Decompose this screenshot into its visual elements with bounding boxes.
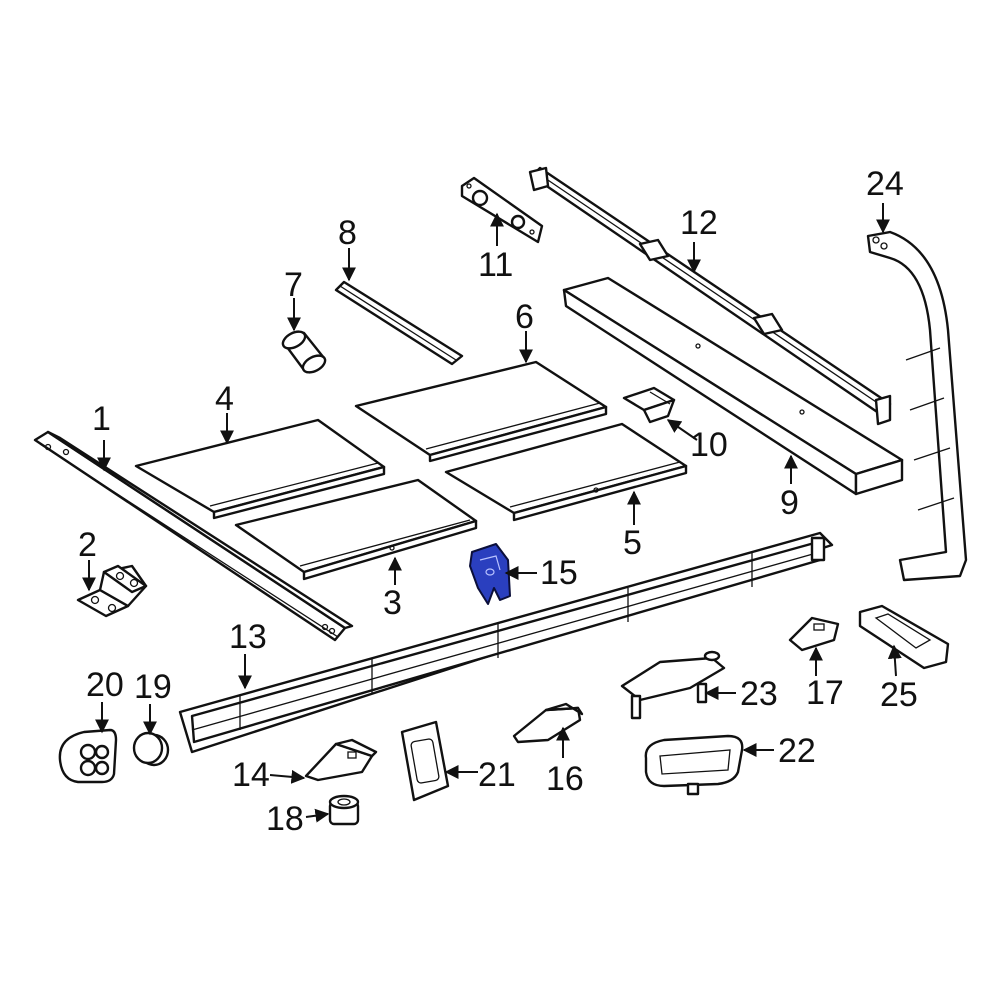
part-11-plate[interactable]	[460, 176, 544, 244]
part-22-cup[interactable]	[644, 734, 744, 796]
callout-23[interactable]: 23	[740, 675, 778, 713]
callout-16[interactable]: 16	[546, 760, 584, 798]
part-1-rail[interactable]	[33, 430, 354, 642]
part-7-sleeve[interactable]	[280, 328, 328, 376]
callout-1[interactable]: 1	[92, 400, 111, 438]
part-19-plug[interactable]	[132, 731, 170, 767]
callout-15[interactable]: 15	[540, 554, 578, 592]
part-20-grommet[interactable]	[58, 728, 118, 784]
part-10-clip[interactable]	[622, 386, 676, 424]
callout-2[interactable]: 2	[78, 526, 97, 564]
part-3-panel[interactable]	[234, 478, 478, 581]
part-2-bracket[interactable]	[76, 564, 148, 618]
part-8-strip[interactable]	[334, 280, 464, 366]
part-16-bracket[interactable]	[512, 702, 584, 744]
part-18-bushing[interactable]	[328, 794, 360, 826]
leader-lines	[82, 203, 902, 823]
part-5-panel[interactable]	[444, 422, 688, 522]
callout-4[interactable]: 4	[215, 380, 234, 418]
part-23-latch[interactable]	[620, 650, 726, 720]
callout-11[interactable]: 11	[478, 246, 513, 284]
callout-19[interactable]: 19	[134, 668, 172, 706]
callout-labels: 1 2 3 4 5 6 7 8 9 10 11 12 13 14 15 16 1…	[78, 165, 918, 838]
part-4-panel[interactable]	[134, 418, 386, 520]
callout-9[interactable]: 9	[780, 484, 799, 522]
callout-14[interactable]: 14	[232, 756, 270, 794]
part-15-bracket[interactable]	[469, 543, 511, 605]
part-6-panel[interactable]	[354, 360, 608, 463]
part-25-housing[interactable]	[858, 604, 950, 670]
callout-18[interactable]: 18	[266, 800, 304, 838]
part-21-trim[interactable]	[400, 720, 450, 802]
part-9-tray[interactable]	[562, 276, 904, 496]
part-13-frame[interactable]	[178, 531, 834, 754]
callout-8[interactable]: 8	[338, 214, 357, 252]
callout-12[interactable]: 12	[680, 204, 718, 242]
callout-5[interactable]: 5	[623, 524, 642, 562]
callout-22[interactable]: 22	[778, 732, 816, 770]
callout-13[interactable]: 13	[229, 618, 267, 656]
callout-21[interactable]: 21	[478, 756, 516, 794]
part-24-rail[interactable]	[866, 230, 968, 582]
part-14-bracket[interactable]	[304, 738, 378, 782]
callout-7[interactable]: 7	[284, 266, 303, 304]
callout-6[interactable]: 6	[515, 298, 534, 336]
callout-20[interactable]: 20	[86, 666, 124, 704]
part-12-rail[interactable]	[528, 166, 892, 426]
callout-24[interactable]: 24	[866, 165, 904, 203]
callout-10[interactable]: 10	[690, 426, 728, 464]
callout-17[interactable]: 17	[806, 674, 844, 712]
callout-3[interactable]: 3	[383, 584, 402, 622]
callout-25[interactable]: 25	[880, 676, 918, 714]
part-17-bracket[interactable]	[788, 616, 840, 652]
